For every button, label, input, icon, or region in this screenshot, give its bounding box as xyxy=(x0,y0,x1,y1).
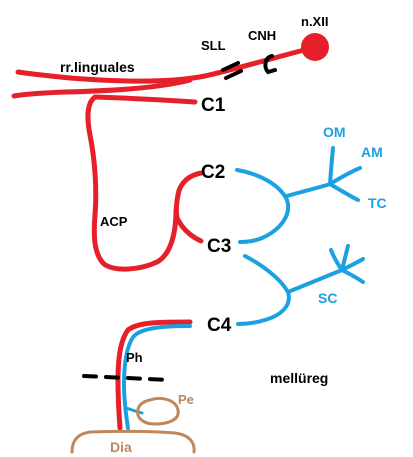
label-sc: SC xyxy=(318,290,337,306)
labels: n.XII CNH SLL rr.linguales C1 C2 C3 C4 A… xyxy=(60,14,387,455)
tc-branch xyxy=(328,182,360,202)
phrenic-red xyxy=(115,319,193,431)
blue-nerves xyxy=(122,146,365,430)
label-nxii: n.XII xyxy=(301,14,328,29)
label-sll: SLL xyxy=(201,38,226,53)
hypoglossal-nucleus xyxy=(301,33,329,61)
lingual-branch-lower xyxy=(11,77,193,99)
c1-connection xyxy=(92,94,198,105)
am-branch xyxy=(328,166,362,186)
red-nerves xyxy=(11,33,329,431)
c2-c3-loop xyxy=(235,168,291,244)
label-c2: C2 xyxy=(201,162,225,183)
label-c3: C3 xyxy=(207,236,231,257)
c3-c4-loop xyxy=(236,254,291,326)
black-markers xyxy=(82,54,277,382)
hypoglossal-trunk xyxy=(15,45,315,84)
brown-structures xyxy=(70,396,196,454)
label-ph: Ph xyxy=(126,350,143,365)
label-c4: C4 xyxy=(207,315,232,336)
label-acp: ACP xyxy=(100,214,128,229)
diaphragm-outline xyxy=(70,429,196,454)
c3-contribution xyxy=(174,215,204,244)
label-cnh: CNH xyxy=(248,28,276,43)
label-tc: TC xyxy=(368,195,387,211)
acp-loop xyxy=(85,94,179,272)
thoracic-inlet-dashes xyxy=(82,374,172,382)
pericardium-outline xyxy=(136,396,180,426)
superficial-branch-trunk xyxy=(285,182,332,198)
label-c1: C1 xyxy=(201,95,226,116)
cnh-marker xyxy=(263,54,277,75)
pericardial-twig xyxy=(124,406,144,415)
om-branch xyxy=(328,146,335,186)
label-pe: Pe xyxy=(178,392,194,407)
sc-branch-left xyxy=(329,248,344,272)
label-om: OM xyxy=(323,124,346,140)
sll-marker-2 xyxy=(224,69,243,80)
c2-contribution xyxy=(173,170,204,221)
label-am: AM xyxy=(361,144,383,160)
label-rr-linguales: rr.linguales xyxy=(60,59,135,75)
label-mellureg: mellüreg xyxy=(270,370,328,386)
label-dia: Dia xyxy=(110,439,132,455)
sll-marker xyxy=(221,61,240,72)
sc-branch-right-lower xyxy=(340,268,365,284)
sc-trunk xyxy=(286,268,344,294)
